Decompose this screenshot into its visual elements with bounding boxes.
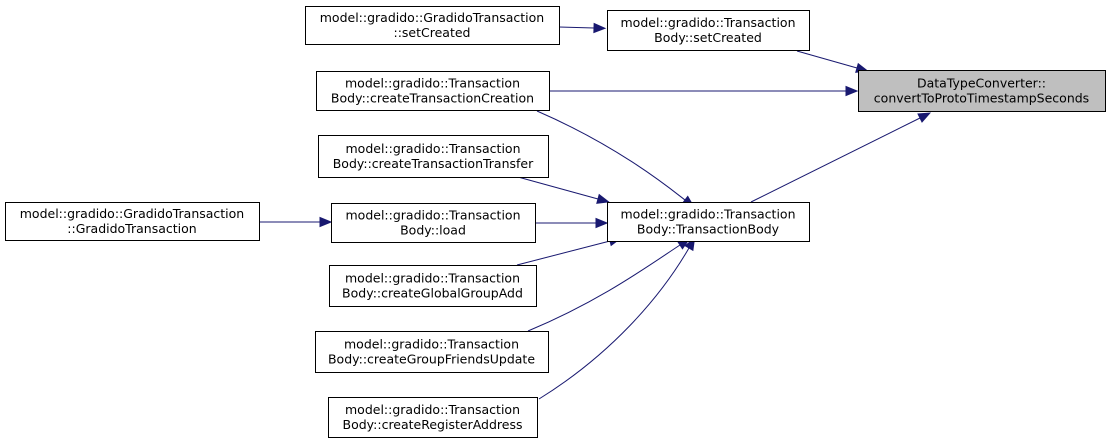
edge-createTransactionCreation-to-root: [549, 85, 859, 97]
node-body_setCreated[interactable]: model::gradido::TransactionBody::setCrea…: [607, 10, 810, 51]
node-label-line: model::gradido::Transaction: [346, 141, 521, 156]
node-createTransactionCreation[interactable]: model::gradido::TransactionBody::createT…: [316, 71, 550, 111]
call-nodes: DataTypeConverter::convertToProtoTimesta…: [5, 6, 1106, 438]
node-label-line: Body::createGlobalGroupAdd: [342, 286, 523, 301]
node-label-line: model::gradido::Transaction: [345, 76, 520, 91]
edge-body_setCreated-to-root: [796, 50, 869, 73]
node-box: [331, 203, 536, 243]
node-label-line: model::gradido::GradidoTransaction: [20, 206, 244, 221]
node-box: [607, 10, 810, 51]
node-label-line: model::gradido::Transaction: [621, 15, 796, 30]
node-label-line: DataTypeConverter::: [917, 76, 1046, 91]
edge-createTransactionTransfer-to-transactionBody: [517, 176, 610, 204]
edge-line: [516, 240, 611, 266]
node-label-line: Body::createRegisterAddress: [343, 417, 523, 432]
node-label-line: Body::TransactionBody: [637, 222, 780, 237]
arrowhead: [595, 217, 609, 229]
node-load[interactable]: model::gradido::TransactionBody::load: [331, 203, 536, 243]
edge-createTransactionCreation-to-transactionBody: [536, 110, 695, 208]
node-label-line: model::gradido::Transaction: [346, 208, 521, 223]
edge-createRegisterAddress-to-transactionBody: [538, 237, 696, 400]
node-label-line: model::gradido::Transaction: [345, 402, 520, 417]
node-label-line: Body::load: [400, 223, 466, 238]
node-createGroupFriendsUpdate[interactable]: model::gradido::TransactionBody::createG…: [315, 331, 549, 373]
node-label-line: Body::createTransactionTransfer: [333, 156, 534, 171]
node-gt_ctor[interactable]: model::gradido::GradidoTransaction::Grad…: [5, 202, 260, 241]
arrowhead: [917, 112, 932, 123]
edge-line: [536, 110, 686, 201]
node-label-line: model::gradido::Transaction: [344, 337, 519, 352]
node-label-line: Body::createGroupFriendsUpdate: [328, 352, 535, 367]
node-label-line: model::gradido::GradidoTransaction: [320, 10, 544, 25]
edge-line: [527, 244, 681, 332]
edge-line: [538, 247, 690, 400]
node-transactionBody[interactable]: model::gradido::TransactionBody::Transac…: [607, 202, 810, 242]
node-box: [329, 265, 537, 307]
node-createRegisterAddress[interactable]: model::gradido::TransactionBody::createR…: [328, 397, 538, 438]
node-createGlobalGroupAdd[interactable]: model::gradido::TransactionBody::createG…: [329, 265, 537, 307]
node-label-line: Body::setCreated: [654, 30, 762, 45]
node-box: [858, 70, 1106, 112]
node-box: [5, 202, 260, 241]
arrowhead: [596, 193, 610, 204]
node-root[interactable]: DataTypeConverter::convertToProtoTimesta…: [858, 70, 1106, 112]
edge-line: [796, 50, 858, 69]
node-label-line: Body::createTransactionCreation: [331, 91, 534, 106]
node-label-line: ::GradidoTransaction: [67, 221, 196, 236]
node-label-line: ::setCreated: [394, 25, 471, 40]
edge-line: [517, 176, 599, 200]
node-gt_setCreated[interactable]: model::gradido::GradidoTransaction::setC…: [305, 6, 560, 45]
node-box: [607, 202, 810, 242]
node-box: [305, 6, 560, 45]
edge-gt_ctor-to-load: [259, 216, 333, 228]
arrowhead: [845, 85, 859, 97]
node-label-line: convertToProtoTimestampSeconds: [874, 91, 1089, 106]
edge-transactionBody-to-root: [750, 112, 932, 203]
edge-gt_setCreated-to-body_setCreated: [558, 22, 607, 34]
node-label-line: model::gradido::Transaction: [345, 271, 520, 286]
node-label-line: model::gradido::Transaction: [621, 207, 796, 222]
edge-load-to-transactionBody: [535, 217, 609, 229]
edge-line: [750, 117, 921, 203]
arrowhead: [593, 22, 607, 34]
node-box: [318, 135, 549, 178]
edge-line: [558, 26, 595, 29]
arrowhead: [319, 216, 333, 228]
node-box: [315, 331, 549, 373]
node-createTransactionTransfer[interactable]: model::gradido::TransactionBody::createT…: [318, 135, 549, 178]
node-box: [328, 397, 538, 438]
node-box: [316, 71, 550, 111]
